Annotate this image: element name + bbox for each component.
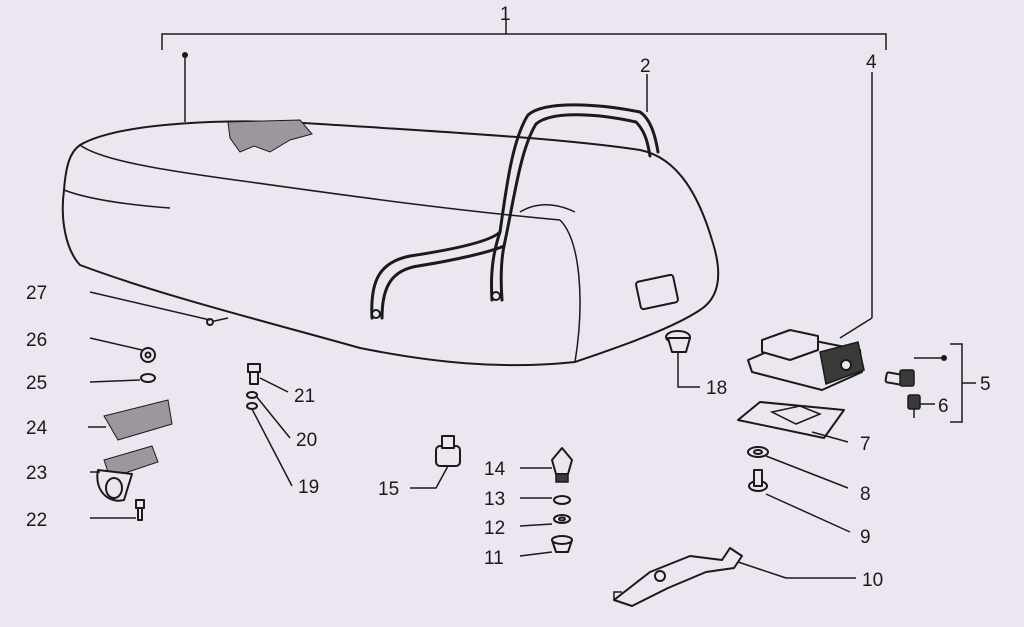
callout-19: 19 xyxy=(298,477,319,498)
assembly-bracket-1 xyxy=(161,20,887,50)
rubber-buffer-18 xyxy=(665,330,700,388)
callout-1: 1 xyxy=(500,4,511,25)
callout-23: 23 xyxy=(26,463,47,484)
callout-25: 25 xyxy=(26,373,47,394)
callout-5: 5 xyxy=(980,374,991,395)
callout-15: 15 xyxy=(378,479,399,500)
callout-10: 10 xyxy=(862,570,883,591)
callout-21: 21 xyxy=(294,386,315,407)
callout-27: 27 xyxy=(26,283,47,304)
bush-11 xyxy=(519,535,573,557)
washer-19 xyxy=(246,402,293,487)
callout-12: 12 xyxy=(484,518,505,539)
callout-labels: 1 2 4 5 6 7 8 9 10 11 12 13 14 15 18 19 … xyxy=(26,4,991,591)
clamp-23 xyxy=(90,445,159,502)
seat-lock-assembly xyxy=(747,72,873,391)
spacer-15 xyxy=(410,435,461,489)
hinge-pin-14 xyxy=(520,447,573,483)
lock-gasket xyxy=(737,401,849,443)
seat xyxy=(61,52,720,367)
callout-4: 4 xyxy=(866,52,877,73)
callout-13: 13 xyxy=(484,489,505,510)
lock-bracket xyxy=(613,547,856,607)
callout-7: 7 xyxy=(860,434,871,455)
circlip-13 xyxy=(520,495,571,505)
screw-22 xyxy=(90,499,145,521)
callout-8: 8 xyxy=(860,484,871,505)
nut-26 xyxy=(89,337,156,363)
washer-8 xyxy=(747,446,849,489)
callout-18: 18 xyxy=(706,378,727,399)
washer-20 xyxy=(246,391,291,439)
callout-20: 20 xyxy=(296,430,317,451)
callout-2: 2 xyxy=(640,56,651,77)
grab-rail xyxy=(370,74,660,320)
screw-9 xyxy=(748,469,851,533)
callout-26: 26 xyxy=(26,330,47,351)
screw-21 xyxy=(247,363,289,393)
callout-6: 6 xyxy=(938,396,949,417)
callout-9: 9 xyxy=(860,527,871,548)
callout-11: 11 xyxy=(484,548,504,569)
callout-14: 14 xyxy=(484,459,506,480)
callout-24: 24 xyxy=(26,418,48,439)
washer-25 xyxy=(89,373,156,383)
pin-27 xyxy=(89,291,229,326)
lock-barrel-and-key xyxy=(884,343,976,423)
callout-22: 22 xyxy=(26,510,47,531)
rubber-pad-24 xyxy=(88,399,173,441)
washer-12 xyxy=(519,514,571,527)
